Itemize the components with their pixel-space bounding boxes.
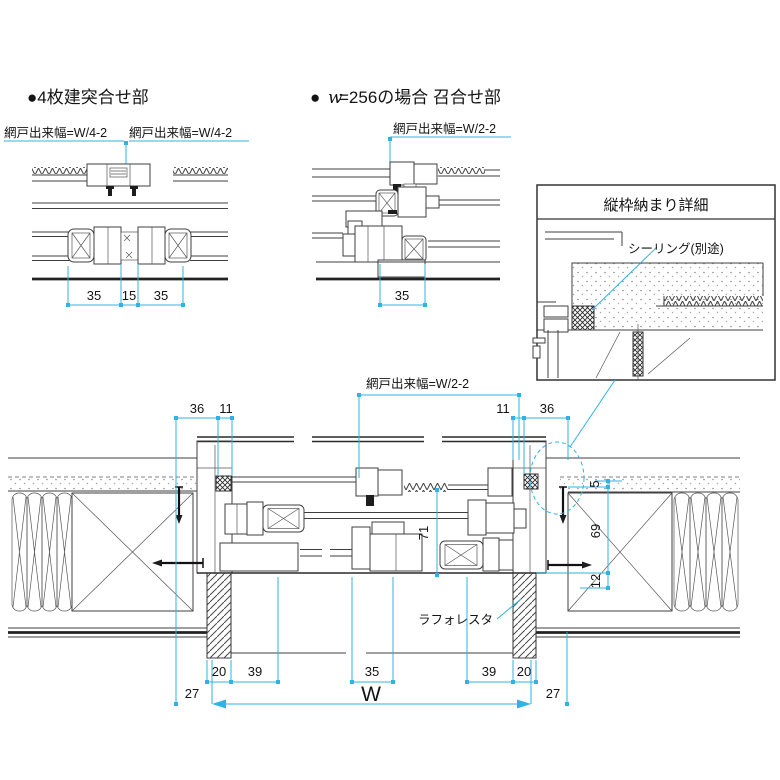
left-diagram (32, 163, 228, 281)
screws (152, 486, 592, 570)
dim-right-69: 69 (588, 524, 603, 538)
dim-right-5: 5 (587, 480, 602, 487)
dim-top-36l: 36 (190, 401, 204, 416)
sealing-label: シーリング(別途) (628, 241, 724, 256)
insulation-left (11, 492, 73, 612)
dim-left-15: 15 (122, 288, 136, 303)
sash-upper (224, 499, 527, 536)
screen-width-label-3: 網戸出来幅=W/2-2 (393, 121, 496, 136)
dimensions: 35 15 35 35 網戸出来幅=W/2-2 36 11 11 36 71 5… (66, 264, 622, 709)
dim-bottom-20r: 20 (517, 664, 531, 679)
detail-callout-circle (529, 441, 585, 515)
dim-bottom-39l: 39 (248, 664, 262, 679)
screen-width-label-main: 網戸出来幅=W/2-2 (366, 376, 469, 391)
dim-right-12: 12 (588, 574, 603, 588)
product-label: ラフォレスタ (418, 613, 493, 627)
title-bullet: ● (310, 88, 320, 107)
detail-title: 縦枠納まり詳細 (603, 197, 708, 214)
dim-bottom-39r: 39 (482, 664, 496, 679)
screen-rail (232, 467, 513, 506)
mortar-pier-right (512, 572, 537, 659)
insulation-right (673, 492, 739, 612)
detail-box: 縦枠納まり詳細 シーリング(別途) (532, 184, 776, 381)
section-title-left: ●4枚建突合せ部 (27, 88, 149, 107)
section-title-right: ● w =256の場合 召合せ部 (310, 88, 501, 108)
stud-right (567, 492, 673, 612)
main-section: ラフォレスタ (8, 379, 740, 659)
dim-bottom-20l: 20 (212, 664, 226, 679)
dim-left-35a: 35 (87, 288, 101, 303)
dim-center-71: 71 (416, 526, 431, 540)
stud-left (71, 492, 194, 612)
sash-lower (219, 521, 514, 572)
title-rest: =256の場合 召合せ部 (339, 88, 501, 107)
title-variable-w: w (328, 88, 343, 108)
dim-top-36r: 36 (540, 401, 554, 416)
screen-width-label-2: 網戸出来幅=W/4-2 (129, 125, 232, 140)
screen-width-label-1: 網戸出来幅=W/4-2 (4, 125, 107, 140)
screen-width-labels: 網戸出来幅=W/4-2 網戸出来幅=W/4-2 網戸出来幅=W/2-2 (4, 121, 511, 180)
dim-left-35b: 35 (154, 288, 168, 303)
dim-mid-35: 35 (395, 288, 409, 303)
dim-overall-w: W (361, 683, 381, 706)
mid-diagram (312, 161, 500, 281)
mortar-pier-left (206, 572, 232, 659)
dim-top-11r: 11 (496, 401, 510, 416)
dim-overall-27r: 27 (546, 686, 560, 701)
dim-overall-27l: 27 (185, 686, 199, 701)
dim-bottom-35: 35 (365, 664, 379, 679)
dim-top-11l: 11 (219, 401, 233, 416)
